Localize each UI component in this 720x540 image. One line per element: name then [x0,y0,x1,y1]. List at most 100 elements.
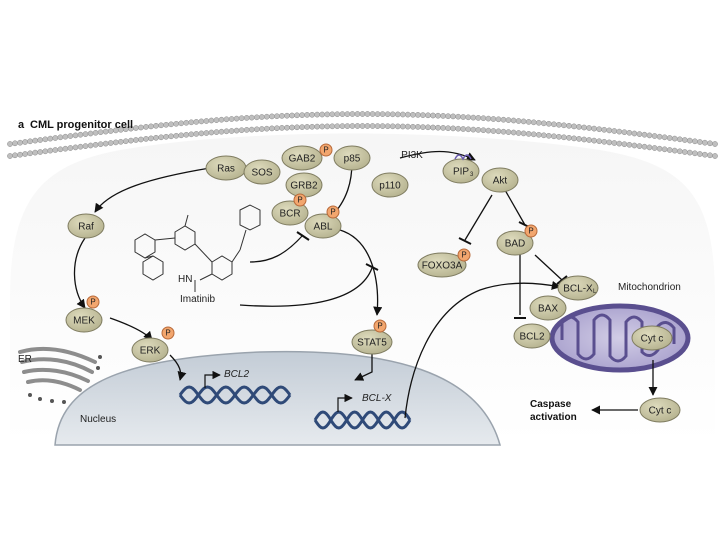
lipid-head [445,113,451,120]
protein-bax-label: BAX [538,304,558,315]
lipid-head [274,125,280,132]
lipid-head [465,114,472,121]
lipid-head [606,139,613,146]
lipid-head [27,138,33,145]
lipid-head [203,130,210,136]
ras-to-raf-arrow [94,167,211,213]
lipid-head [263,125,270,132]
lipid-head [399,111,406,118]
akt-to-bad-line [504,189,526,226]
panel-letter: a [18,119,25,131]
lipid-head [7,141,13,147]
lipid-head [435,124,441,131]
lipid-head [133,125,139,131]
lipid-head [425,124,431,131]
lipid-head [158,122,164,129]
lipid-head [626,141,633,148]
lipid-head [284,112,290,119]
phospho-bad [524,224,538,238]
er-label: ER [18,354,32,365]
lipid-head [480,115,487,122]
lipid-head [22,151,28,157]
lipid-head [656,133,663,140]
phospho-erk [161,326,175,340]
lipid-head [540,132,547,139]
lipid-head [133,137,139,143]
lipid-head [525,119,532,125]
lipid-head [586,137,592,143]
lipid-head [515,118,522,124]
lipid-head [289,112,295,119]
lipid-head [122,138,129,145]
caspase-label-line2: activation [530,412,577,423]
lipid-head [540,120,547,127]
lipid-head [712,141,718,147]
lipid-head [530,131,537,138]
protein-mek-label: MEK [73,316,95,327]
lipid-head [686,137,693,144]
phospho-grb2-label: P [297,196,302,205]
lipid-head [117,138,124,145]
lipid-head [394,111,401,118]
lipid-head [309,123,315,130]
lipid-head [329,123,336,130]
lipid-head [163,133,169,140]
lipid-head [77,143,84,150]
phospho-mek [86,295,100,309]
lipid-head [505,129,512,135]
lipid-head [253,114,260,121]
dna-helix-bcl2 [178,385,292,405]
lipid-head [138,124,144,131]
lipid-head [299,112,305,118]
protein-raf-label: Raf [78,222,94,233]
phospho-bad-label: P [528,227,533,236]
lipid-head [470,126,477,133]
protein-pip3 [442,158,480,184]
protein-abl [304,213,342,239]
lipid-head [681,137,688,143]
lipid-head [430,124,436,131]
phospho-foxo3a [457,248,471,262]
lipid-head [626,129,633,136]
lipid-head [631,130,638,137]
lipid-head [364,111,371,117]
lipid-head [314,123,321,130]
lipid-head [475,127,482,133]
lipid-head [12,152,18,159]
pi3k-to-pip3-arrow [399,150,476,161]
phospho-foxo3a-label: P [461,251,466,260]
lipid-head [354,111,361,117]
gene-bclx-label: BCL-X [362,393,392,404]
phospho-abl-label: P [330,208,335,217]
lipid-head [143,124,149,130]
lipid-head [420,112,426,118]
pi3k-label: PI3K [401,150,423,161]
plasma-membrane [7,111,718,159]
lipid-head [72,144,79,151]
nucleus [54,350,501,446]
lipid-head [228,128,235,134]
lipid-head [379,111,386,117]
lipid-head [576,136,582,142]
lipid-head [32,137,39,144]
lipid-head [556,121,562,128]
lipid-head [611,140,618,146]
bclx-transcription-arrow [337,393,353,412]
stat5-to-dna-arrow [354,348,373,381]
lipid-head [269,125,275,132]
lipid-head [359,123,366,129]
lipid-head [671,147,678,154]
lipid-head [692,150,698,157]
lipid-head [17,139,23,146]
lipid-head [601,138,608,145]
lipid-head [636,131,643,137]
protein-sos [243,159,281,185]
lipid-head [314,111,321,118]
lipid-head [153,122,159,129]
lipid-head [571,123,577,130]
lipid-head [77,131,84,138]
lipid-head [510,117,517,124]
lipid-head [651,133,658,139]
protein-stat5-label: STAT5 [357,338,387,349]
